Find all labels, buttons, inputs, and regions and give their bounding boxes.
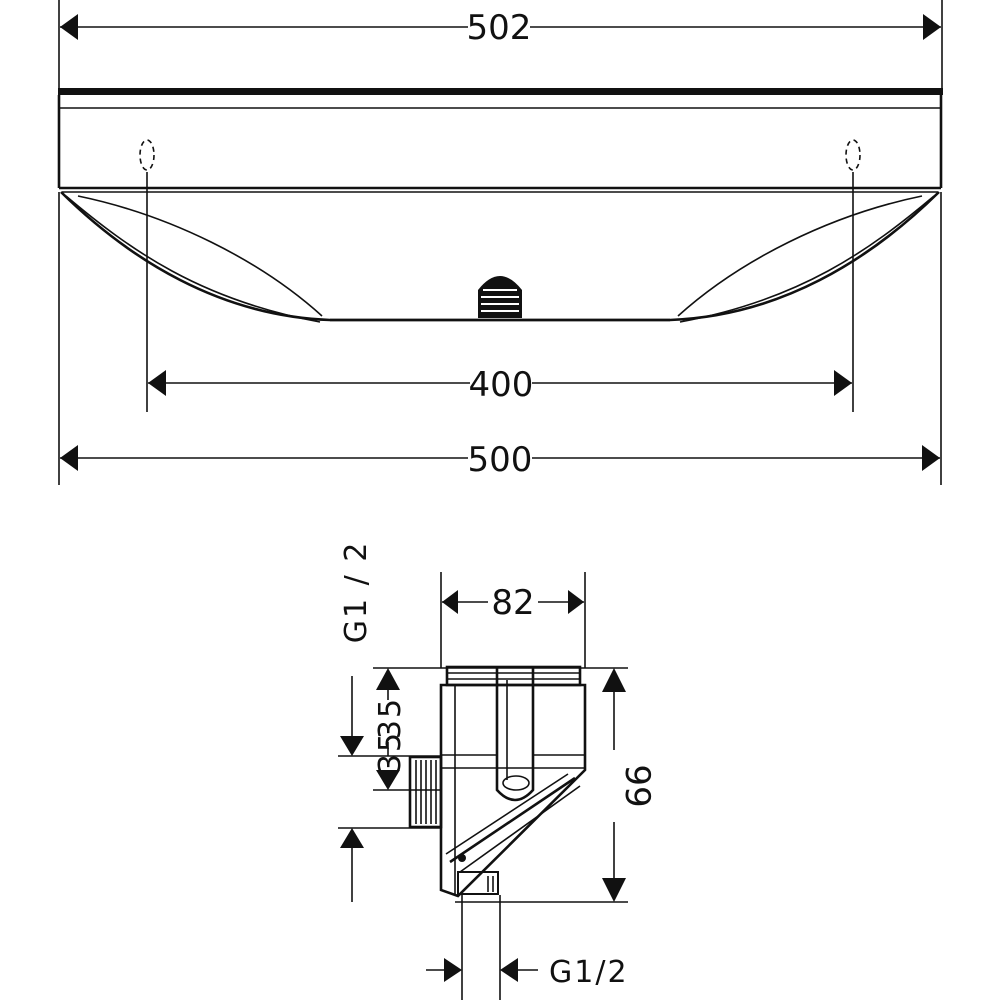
dimension-500: 500: [60, 440, 940, 480]
shower-head-body: [57, 88, 943, 323]
top-view: 502: [57, 0, 943, 485]
mixer-body: [439, 665, 587, 898]
dimension-99: 99: [602, 668, 657, 902]
valve-stem: [495, 668, 535, 802]
dimension-label-99: 99: [617, 764, 657, 807]
thread-label-horizontal: G1/2: [549, 955, 629, 990]
dimension-35-upper: 35: [373, 668, 408, 739]
fixing-screw: [458, 854, 466, 862]
top-bar: [58, 88, 943, 95]
side-view: G1 / 2 82 35: [338, 541, 657, 1000]
dimension-label-500: 500: [468, 440, 533, 480]
dimension-label-400: 400: [469, 365, 534, 405]
center-connector: [478, 276, 522, 318]
dimension-label-35-lower: 35: [373, 731, 408, 773]
dimension-400: 400: [148, 365, 852, 405]
dimension-35-lower: 35: [373, 731, 408, 790]
dimension-82: 82: [442, 583, 584, 623]
thread-label-vertical: G1 / 2: [339, 541, 374, 644]
dimension-label-35-upper: 35: [373, 697, 408, 739]
dimension-label-82: 82: [491, 583, 534, 623]
dimension-thread-offset: [340, 676, 364, 902]
mount-hole-right: [845, 139, 861, 171]
mount-hole-left: [139, 139, 155, 171]
dish-inner-curve-left: [77, 195, 323, 317]
dish-inner-curve-right: [677, 195, 923, 317]
dimension-label-502: 502: [467, 8, 532, 48]
threaded-inlet: [408, 755, 443, 829]
dimension-502: 502: [60, 8, 941, 48]
dimension-thread-bottom: G1/2: [426, 955, 629, 990]
